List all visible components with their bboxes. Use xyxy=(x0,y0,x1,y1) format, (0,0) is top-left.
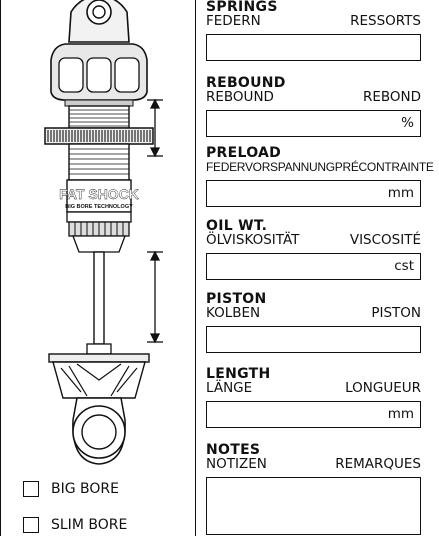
shock-absorber-drawing: FAT SHOCK BIG BORE TECHNOLOGY xyxy=(44,0,163,465)
springs-title: SPRINGS xyxy=(206,0,278,15)
springs-fr: RESSORTS xyxy=(350,13,421,29)
preload-de: FEDERVORSPANNUNG xyxy=(206,160,335,174)
piston-title: PISTON xyxy=(206,291,267,307)
length-de: LÄNGE xyxy=(206,380,253,396)
length-title: LENGTH xyxy=(206,366,271,382)
rebound-de: REBOUND xyxy=(206,89,274,105)
notes-field[interactable] xyxy=(206,477,421,535)
oil-weight-field[interactable]: cst xyxy=(206,253,421,280)
length-field[interactable]: mm xyxy=(206,401,421,428)
preload-fr: PRÉCONTRAINTE xyxy=(334,160,434,174)
notes-fr: REMARQUES xyxy=(335,456,421,472)
preload-field[interactable]: mm xyxy=(206,180,421,207)
shock-brand-label: FAT SHOCK xyxy=(59,186,139,202)
piston-de: KOLBEN xyxy=(206,305,261,321)
notes-section: NOTES NOTIZEN REMARQUES xyxy=(206,443,421,535)
preload-title: PRELOAD xyxy=(206,145,282,161)
slim-bore-label: SLIM BORE xyxy=(51,517,128,533)
shock-tagline-label: BIG BORE TECHNOLOGY xyxy=(65,204,133,210)
notes-title: NOTES xyxy=(206,442,261,458)
big-bore-checkbox-row[interactable]: BIG BORE xyxy=(23,481,119,497)
piston-fr: PISTON xyxy=(371,305,421,321)
rebound-title: REBOUND xyxy=(206,75,286,91)
big-bore-checkbox[interactable] xyxy=(23,481,39,497)
slim-bore-checkbox[interactable] xyxy=(23,517,39,533)
big-bore-label: BIG BORE xyxy=(51,481,119,497)
notes-de: NOTIZEN xyxy=(206,456,267,472)
oil-weight-de: ÖLVISKOSITÄT xyxy=(206,232,300,248)
springs-de: FEDERN xyxy=(206,13,261,29)
oil-weight-fr: VISCOSITÉ xyxy=(349,232,421,248)
shock-illustration-panel: FAT SHOCK BIG BORE TECHNOLOGY xyxy=(0,0,196,536)
rebound-field[interactable]: % xyxy=(206,110,421,137)
oil-weight-section: OIL WT. ÖLVISKOSITÄT VISCOSITÉ cst xyxy=(206,219,421,280)
length-section: LENGTH LÄNGE LONGUEUR mm xyxy=(206,367,421,428)
rebound-section: REBOUND REBOUND REBOND % xyxy=(206,76,421,137)
oil-weight-title: OIL WT. xyxy=(206,218,268,234)
length-fr: LONGUEUR xyxy=(345,380,421,396)
rebound-fr: REBOND xyxy=(362,89,421,105)
slim-bore-checkbox-row[interactable]: SLIM BORE xyxy=(23,517,127,533)
springs-field[interactable] xyxy=(206,34,421,61)
springs-section: SPRINGS FEDERN RESSORTS xyxy=(206,0,421,61)
piston-field[interactable] xyxy=(206,326,421,353)
